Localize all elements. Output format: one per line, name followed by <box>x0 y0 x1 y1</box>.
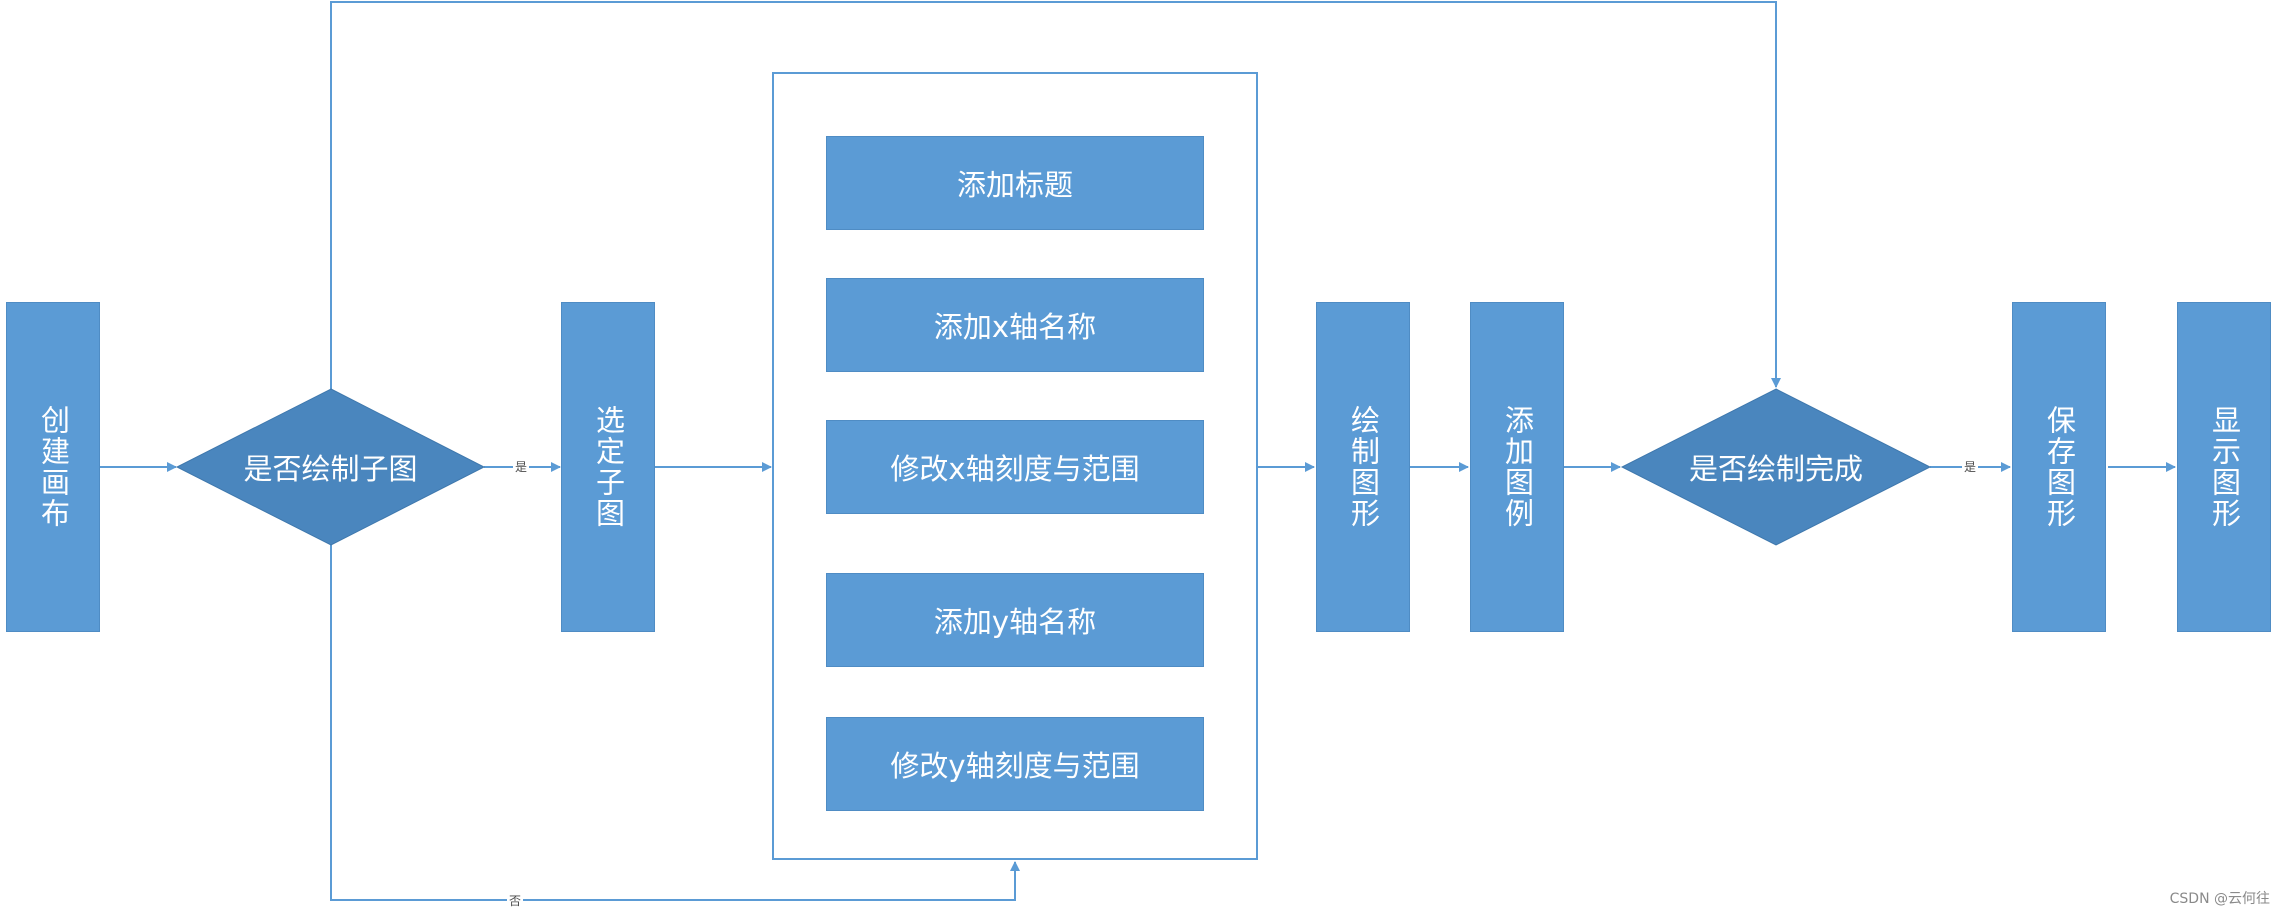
node-add-y-label-label: 添加y轴名称 <box>933 605 1097 639</box>
decision-draw-complete-label: 是否绘制完成 <box>1688 452 1863 486</box>
node-add-legend[interactable]: 添加图例 <box>1470 302 1564 632</box>
node-modify-y-ticks[interactable]: 修改y轴刻度与范围 <box>826 717 1204 811</box>
node-save-figure-label: 保存图形 <box>2042 405 2077 529</box>
node-modify-y-ticks-label: 修改y轴刻度与范围 <box>890 749 1140 783</box>
node-add-legend-label: 添加图例 <box>1500 405 1535 529</box>
edge-label-yes-complete: 是 <box>1962 460 1979 474</box>
decision-draw-subplot-label: 是否绘制子图 <box>243 452 418 486</box>
node-select-subplot-label: 选定子图 <box>591 405 626 529</box>
node-add-title-label: 添加标题 <box>956 168 1073 202</box>
decision-draw-complete-shape[interactable] <box>1620 388 1932 546</box>
node-draw-figure[interactable]: 绘制图形 <box>1316 302 1410 632</box>
node-modify-x-ticks[interactable]: 修改x轴刻度与范围 <box>826 420 1204 514</box>
node-add-x-label[interactable]: 添加x轴名称 <box>826 278 1204 372</box>
node-show-figure-label: 显示图形 <box>2207 405 2242 529</box>
decision-draw-subplot-shape[interactable] <box>175 388 486 546</box>
edge-label-no-subplot: 否 <box>507 894 524 908</box>
edge-decision-loop-to-complete <box>330 1 1781 389</box>
node-show-figure[interactable]: 显示图形 <box>2177 302 2271 632</box>
node-create-canvas-label: 创建画布 <box>36 405 71 529</box>
node-save-figure[interactable]: 保存图形 <box>2012 302 2106 632</box>
node-draw-figure-label: 绘制图形 <box>1346 405 1381 529</box>
node-add-x-label-label: 添加x轴名称 <box>933 310 1097 344</box>
node-add-title[interactable]: 添加标题 <box>826 136 1204 230</box>
watermark-text: CSDN @云何往 <box>2169 891 2270 907</box>
edge-decision-no-to-group <box>330 545 1020 901</box>
edge-label-yes-subplot: 是 <box>513 460 530 474</box>
node-modify-x-ticks-label: 修改x轴刻度与范围 <box>890 452 1140 486</box>
node-select-subplot[interactable]: 选定子图 <box>561 302 655 632</box>
node-create-canvas[interactable]: 创建画布 <box>6 302 100 632</box>
node-add-y-label[interactable]: 添加y轴名称 <box>826 573 1204 667</box>
